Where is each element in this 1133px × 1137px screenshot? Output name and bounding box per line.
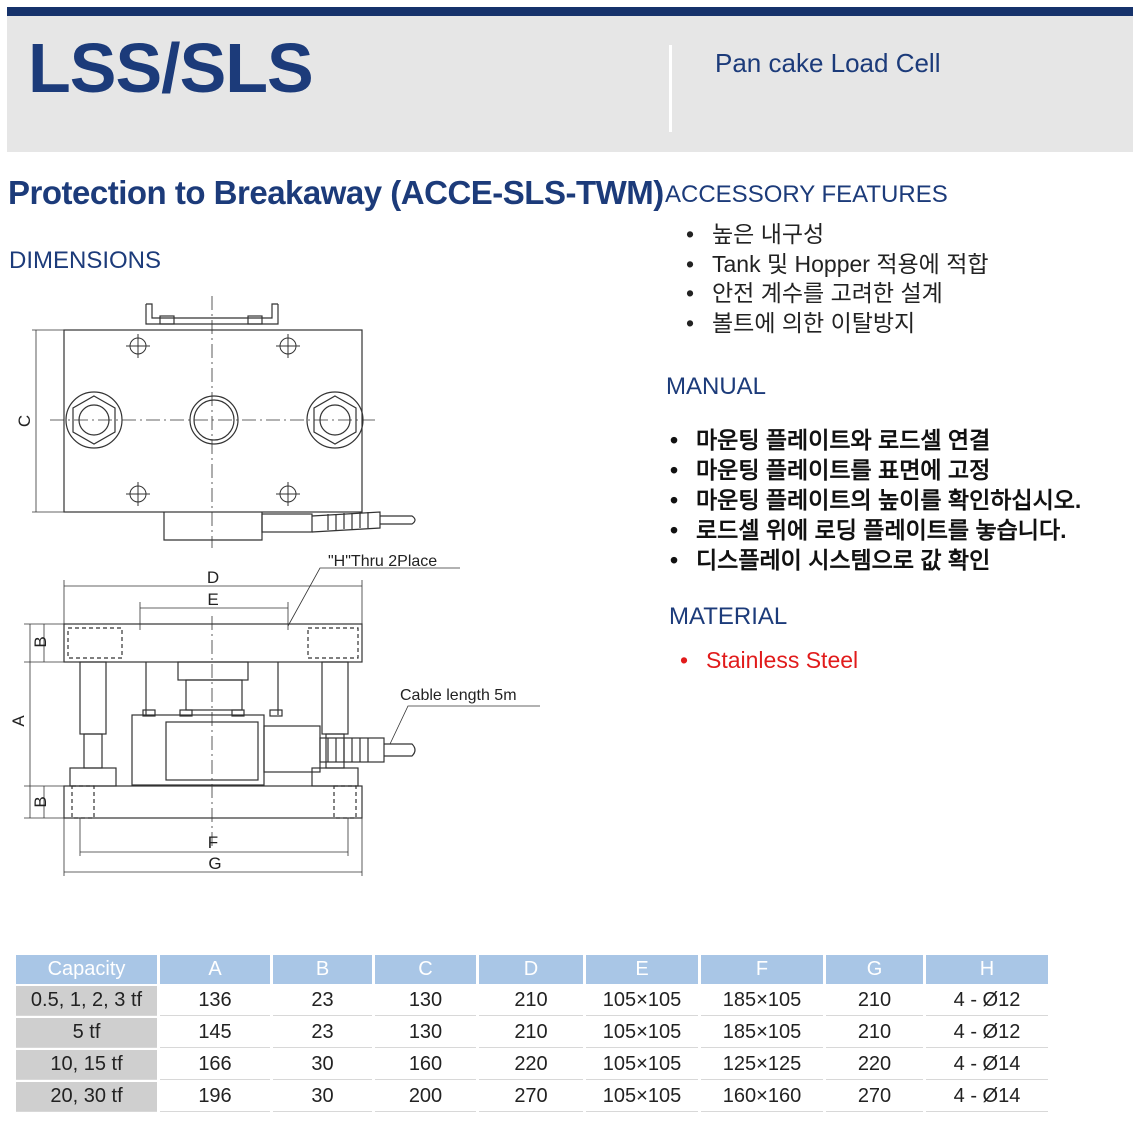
manual-list: 마운팅 플레이트와 로드셀 연결 마운팅 플레이트를 표면에 고정 마운팅 플레…	[670, 425, 1081, 575]
table-cell: 30	[273, 1050, 372, 1080]
table-cell: 160×160	[701, 1082, 823, 1112]
table-cell: 4 - Ø12	[926, 1018, 1048, 1048]
page-title: Protection to Breakaway (ACCE-SLS-TWM)	[8, 174, 664, 211]
column-header: B	[273, 955, 372, 984]
table-cell: 220	[826, 1050, 923, 1080]
header-divider	[669, 45, 672, 132]
table-cell: 136	[160, 986, 270, 1016]
dim-label-a: A	[10, 715, 28, 727]
list-item: Stainless Steel	[680, 646, 858, 675]
table-cell: 270	[479, 1082, 583, 1112]
product-brand: LSS/SLS	[28, 29, 314, 107]
material-heading: MATERIAL	[669, 603, 788, 630]
column-header: D	[479, 955, 583, 984]
table-cell: 210	[826, 1018, 923, 1048]
table-cell: 105×105	[586, 1050, 698, 1080]
table-cell: 145	[160, 1018, 270, 1048]
table-cell: 105×105	[586, 1018, 698, 1048]
accessory-list: 높은 내구성 Tank 및 Hopper 적용에 적합 안전 계수를 고려한 설…	[686, 220, 989, 338]
table-cell: 185×105	[701, 1018, 823, 1048]
dim-label-b-bottom: B	[31, 796, 50, 807]
table-row: 20, 30 tf 196 30 200 270 105×105 160×160…	[16, 1082, 1048, 1112]
table-cell: 105×105	[586, 1082, 698, 1112]
list-item: 마운팅 플레이트의 높이를 확인하십시오.	[670, 485, 1081, 515]
table-cell: 196	[160, 1082, 270, 1112]
capacity-cell: 20, 30 tf	[16, 1082, 157, 1112]
header-top-bar	[7, 7, 1133, 16]
thru-label: "H"Thru 2Place	[328, 553, 437, 570]
table-cell: 210	[479, 1018, 583, 1048]
table-cell: 23	[273, 1018, 372, 1048]
list-item: 마운팅 플레이트를 표면에 고정	[670, 455, 1081, 485]
list-item: 안전 계수를 고려한 설계	[686, 279, 989, 309]
dim-label-b-top: B	[31, 636, 50, 647]
column-header: E	[586, 955, 698, 984]
dim-label-c: C	[15, 415, 34, 427]
dimensions-heading: DIMENSIONS	[9, 247, 162, 274]
table-header-row: Capacity A B C D E F G H	[16, 955, 1048, 984]
capacity-cell: 5 tf	[16, 1018, 157, 1048]
table-cell: 23	[273, 986, 372, 1016]
table-cell: 4 - Ø14	[926, 1050, 1048, 1080]
column-header: G	[826, 955, 923, 984]
top-view: C	[15, 296, 416, 548]
accessory-heading: ACCESSORY FEATURES	[665, 181, 948, 208]
list-item: Tank 및 Hopper 적용에 적합	[686, 250, 989, 280]
dimension-drawing: C D E "H"Thru 2Place	[10, 296, 540, 876]
column-header: Capacity	[16, 955, 157, 984]
table-row: 10, 15 tf 166 30 160 220 105×105 125×125…	[16, 1050, 1048, 1080]
table-cell: 160	[375, 1050, 476, 1080]
list-item: 로드셀 위에 로딩 플레이트를 놓습니다.	[670, 515, 1081, 545]
list-item: 높은 내구성	[686, 220, 989, 250]
table-cell: 105×105	[586, 986, 698, 1016]
table-cell: 270	[826, 1082, 923, 1112]
column-header: H	[926, 955, 1048, 984]
dim-label-f: F	[208, 833, 218, 852]
product-subtitle: Pan cake Load Cell	[715, 48, 941, 78]
list-item: 디스플레이 시스템으로 값 확인	[670, 545, 1081, 575]
capacity-cell: 0.5, 1, 2, 3 tf	[16, 986, 157, 1016]
dim-label-e: E	[207, 590, 218, 609]
capacity-cell: 10, 15 tf	[16, 1050, 157, 1080]
table-cell: 125×125	[701, 1050, 823, 1080]
list-item: 볼트에 의한 이탈방지	[686, 309, 989, 339]
table-cell: 130	[375, 986, 476, 1016]
table-cell: 130	[375, 1018, 476, 1048]
table-cell: 166	[160, 1050, 270, 1080]
table-row: 0.5, 1, 2, 3 tf 136 23 130 210 105×105 1…	[16, 986, 1048, 1016]
table-cell: 210	[479, 986, 583, 1016]
column-header: A	[160, 955, 270, 984]
table-cell: 30	[273, 1082, 372, 1112]
table-cell: 4 - Ø14	[926, 1082, 1048, 1112]
dim-label-g: G	[208, 854, 221, 873]
table-cell: 4 - Ø12	[926, 986, 1048, 1016]
column-header: C	[375, 955, 476, 984]
spec-table: Capacity A B C D E F G H 0.5, 1, 2, 3 tf…	[13, 953, 1051, 1114]
header-band	[7, 16, 1133, 152]
material-list: Stainless Steel	[680, 646, 858, 675]
cable-label: Cable length 5m	[400, 687, 517, 704]
front-view: D E "H"Thru 2Place	[10, 553, 540, 876]
table-cell: 210	[826, 986, 923, 1016]
column-header: F	[701, 955, 823, 984]
table-cell: 200	[375, 1082, 476, 1112]
dim-label-d: D	[207, 568, 219, 587]
table-cell: 220	[479, 1050, 583, 1080]
list-item: 마운팅 플레이트와 로드셀 연결	[670, 425, 1081, 455]
table-cell: 185×105	[701, 986, 823, 1016]
table-row: 5 tf 145 23 130 210 105×105 185×105 210 …	[16, 1018, 1048, 1048]
manual-heading: MANUAL	[666, 373, 767, 400]
